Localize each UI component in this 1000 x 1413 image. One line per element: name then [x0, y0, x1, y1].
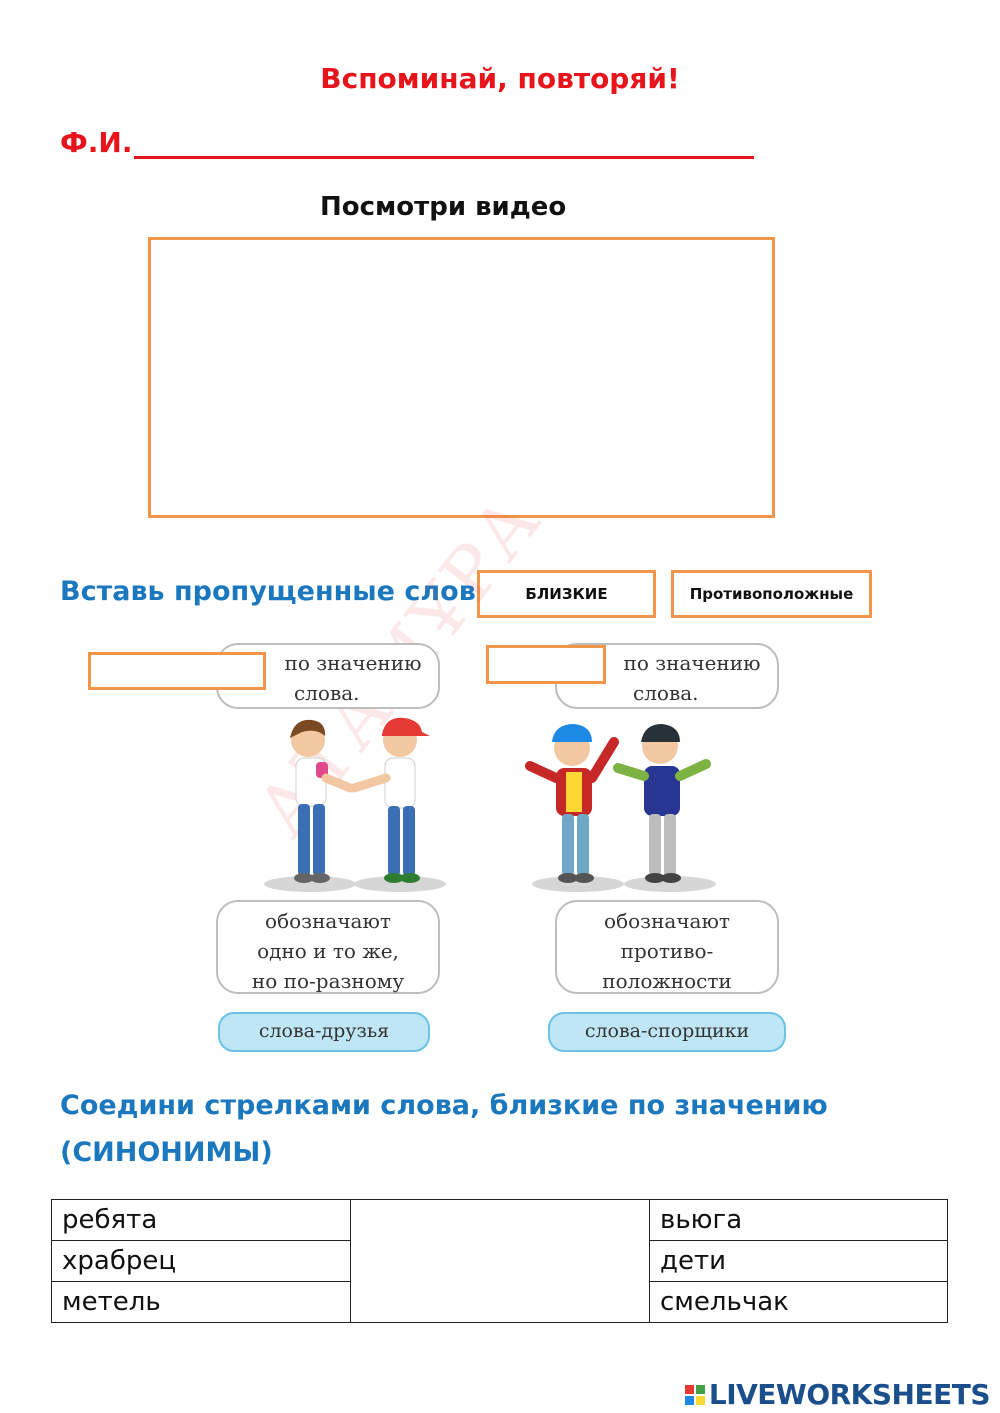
left-bottom-bubble: обозначают одно и то же, но по-разному — [216, 900, 440, 994]
liveworksheets-logo-text: LIVEWORKSHEETS — [708, 1378, 991, 1411]
label-arguing-words: слова-спорщики — [548, 1012, 786, 1052]
left-top-line2: слова. — [294, 681, 360, 705]
right-bottom-line2: противо- — [620, 939, 714, 963]
table-row: храбрец дети — [51, 1240, 948, 1282]
left-bottom-line1: обозначают — [265, 909, 391, 933]
logo-square-green — [695, 1384, 705, 1394]
right-bottom-bubble: обозначают противо- положности — [555, 900, 779, 994]
label-friend-words: слова-друзья — [218, 1012, 430, 1052]
word-chip-close[interactable]: БЛИЗКИЕ — [477, 570, 656, 618]
right-word-cell[interactable]: дети — [649, 1240, 948, 1282]
right-top-bubble: по значению слова. — [555, 643, 779, 709]
liveworksheets-logo[interactable]: LIVEWORKSHEETS — [684, 1378, 991, 1411]
table-row: ребята вьюга — [51, 1199, 948, 1323]
left-word-cell[interactable]: метель — [51, 1281, 351, 1323]
left-top-line1: по значению — [284, 651, 422, 675]
right-bottom-line3: положности — [602, 969, 732, 993]
arguing-illustration — [525, 724, 716, 892]
arrow-area-cell[interactable] — [350, 1199, 650, 1323]
right-top-line2: слова. — [633, 681, 699, 705]
answer-blank-left[interactable] — [88, 652, 266, 690]
left-top-bubble: по значению слова. — [216, 643, 440, 709]
name-label: Ф.И. — [60, 126, 133, 159]
table-row: метель смельчак — [51, 1281, 948, 1323]
answer-blank-right[interactable] — [486, 645, 606, 684]
friends-illustration — [264, 717, 446, 892]
logo-square-yellow — [695, 1395, 705, 1405]
left-word-cell[interactable]: храбрец — [51, 1240, 351, 1282]
left-bottom-line3: но по-разному — [251, 969, 405, 993]
name-underline[interactable] — [134, 128, 755, 159]
right-bottom-line1: обозначают — [604, 909, 730, 933]
worksheet-title: Вспоминай, повторяй! — [320, 62, 680, 95]
word-chip-opposite[interactable]: Противоположные — [671, 570, 872, 618]
right-word-cell[interactable]: смельчак — [649, 1281, 948, 1323]
left-word-cell[interactable]: ребята — [51, 1199, 351, 1241]
fill-in-heading: Вставь пропущенные слова: — [60, 576, 505, 607]
name-field-row: Ф.И. — [60, 126, 755, 159]
synonyms-table: ребята вьюга храбрец дети метель смельча… — [51, 1199, 948, 1323]
liveworksheets-logo-icon — [684, 1384, 705, 1405]
synonyms-heading-line2: (СИНОНИМЫ) — [60, 1137, 273, 1168]
video-placeholder[interactable] — [148, 237, 775, 518]
right-word-cell[interactable]: вьюга — [649, 1199, 948, 1241]
left-bottom-line2: одно и то же, — [257, 939, 399, 963]
logo-square-blue — [684, 1395, 694, 1405]
synonyms-heading-line1: Соедини стрелками слова, близкие по знач… — [60, 1090, 828, 1121]
video-heading: Посмотри видео — [320, 192, 567, 222]
right-top-line1: по значению — [623, 651, 761, 675]
logo-square-red — [684, 1384, 694, 1394]
